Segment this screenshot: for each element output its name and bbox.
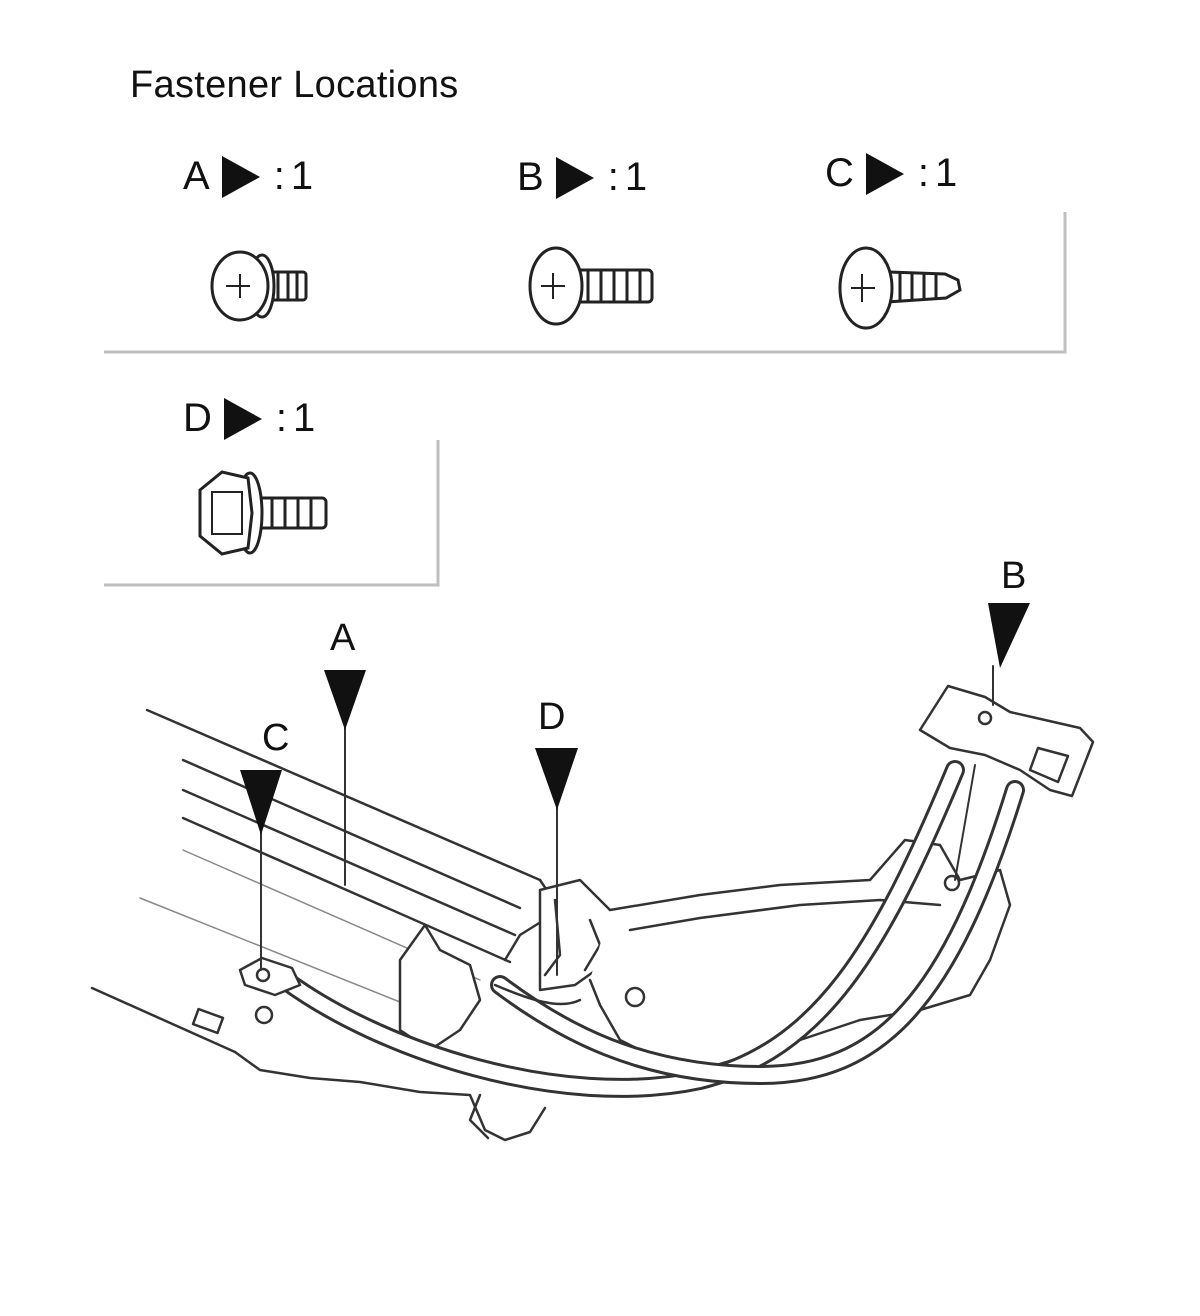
arrow-right-icon <box>221 155 260 198</box>
tapping-screw-icon <box>838 246 962 330</box>
fastener-b-letter: B <box>517 155 544 199</box>
pan-head-screw-icon <box>528 246 654 326</box>
callout-d-pointer <box>535 748 578 810</box>
fastener-c-label: C : 1 <box>825 151 957 196</box>
arrow-right-icon <box>865 152 904 195</box>
fastener-b-label: B : 1 <box>517 155 647 200</box>
fastener-c-count: 1 <box>935 151 958 195</box>
fastener-b-separator: : <box>607 155 619 199</box>
callout-d-label: D <box>538 696 566 738</box>
callout-c-label: C <box>262 717 290 759</box>
fastener-a-letter: A <box>183 154 210 198</box>
callout-b-label: B <box>1001 555 1027 597</box>
callout-a-pointer <box>324 670 366 730</box>
callout-c-pointer <box>240 770 282 835</box>
assembly-illustration <box>90 665 1095 1142</box>
fastener-panel-top <box>104 212 1067 354</box>
pan-washer-screw-icon <box>210 250 308 322</box>
fastener-c-letter: C <box>825 151 854 195</box>
fastener-d-count: 1 <box>293 396 316 440</box>
callout-b-pointer <box>988 603 1030 668</box>
fastener-a-label: A : 1 <box>183 154 313 199</box>
callout-pointers <box>240 603 1030 835</box>
hex-flange-bolt-icon <box>198 470 328 556</box>
arrow-right-icon <box>223 397 262 440</box>
callout-a-label: A <box>330 617 356 659</box>
fastener-b-count: 1 <box>624 155 648 199</box>
fastener-c-separator: : <box>917 151 930 195</box>
fastener-d-letter: D <box>183 396 212 440</box>
page-title: Fastener Locations <box>130 64 459 106</box>
arrow-right-icon <box>555 156 594 199</box>
fastener-d-separator: : <box>275 396 288 440</box>
fastener-d-label: D : 1 <box>183 396 315 441</box>
fastener-a-separator: : <box>273 154 285 198</box>
fastener-panel-bottom <box>104 440 440 587</box>
fastener-a-count: 1 <box>290 154 314 198</box>
